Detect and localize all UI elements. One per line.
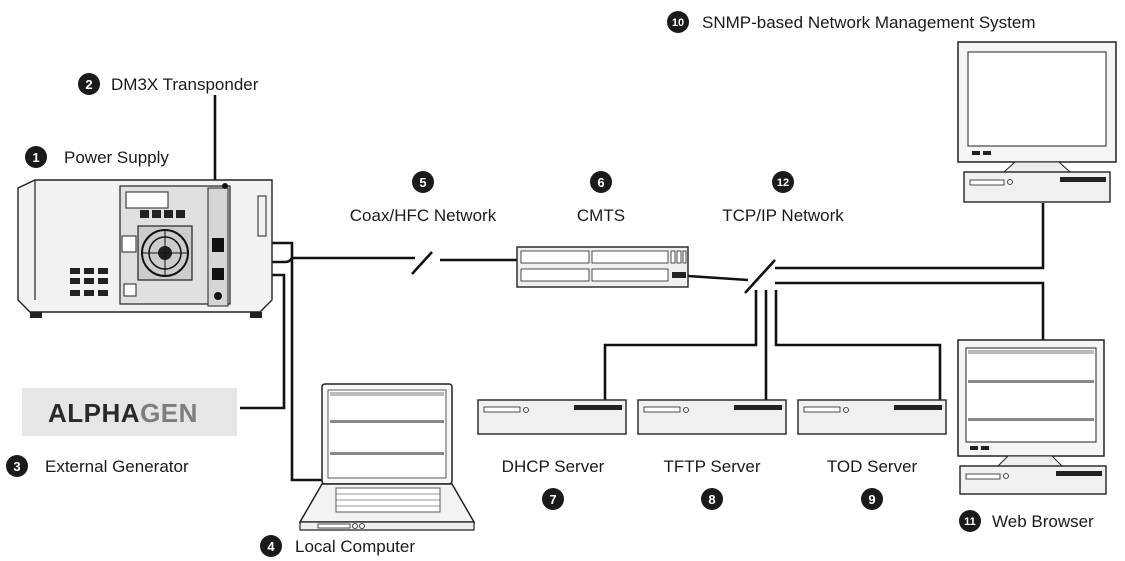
generator-logo: ALPHAGEN xyxy=(22,388,237,436)
callout-10: 10 SNMP-based Network Management System xyxy=(667,11,1036,33)
label-generator: External Generator xyxy=(45,457,189,476)
badge-11: 11 xyxy=(964,516,976,528)
callout-3: 3 External Generator xyxy=(6,455,189,477)
nms-workstation xyxy=(957,41,1117,203)
badge-8: 8 xyxy=(708,492,715,507)
callout-4: 4 Local Computer xyxy=(260,535,415,557)
label-snmp-nms: SNMP-based Network Management System xyxy=(702,13,1036,32)
callout-6: 6 CMTS xyxy=(577,171,625,225)
badge-6: 6 xyxy=(597,175,604,190)
badge-5: 5 xyxy=(419,175,426,190)
label-dhcp-server: DHCP Server xyxy=(502,457,605,476)
power-supply-unit xyxy=(17,179,273,318)
badge-3: 3 xyxy=(13,459,20,474)
brand-bold: ALPHA xyxy=(48,398,140,428)
badge-4: 4 xyxy=(267,539,275,554)
callout-7: 7 DHCP Server xyxy=(502,457,605,510)
label-tftp-server: TFTP Server xyxy=(664,457,761,476)
label-web-browser: Web Browser xyxy=(992,512,1094,531)
dhcp-server-unit xyxy=(477,399,627,435)
badge-1: 1 xyxy=(32,150,39,165)
badge-7: 7 xyxy=(549,492,556,507)
tftp-server-unit xyxy=(637,399,787,435)
callout-11: 11 Web Browser xyxy=(959,510,1094,532)
svg-text:ALPHAGEN: ALPHAGEN xyxy=(48,398,198,428)
browser-workstation xyxy=(957,339,1107,495)
badge-9: 9 xyxy=(868,492,875,507)
label-tod-server: TOD Server xyxy=(827,457,918,476)
connection-lines xyxy=(209,95,1045,482)
callout-5: 5 Coax/HFC Network xyxy=(350,171,497,225)
callout-12: 12 TCP/IP Network xyxy=(722,171,844,225)
label-cmts: CMTS xyxy=(577,206,625,225)
badge-12: 12 xyxy=(777,177,789,189)
callout-2: 2 DM3X Transponder xyxy=(78,73,259,95)
label-coax-network: Coax/HFC Network xyxy=(350,206,497,225)
badge-10: 10 xyxy=(672,17,684,29)
label-tcpip-network: TCP/IP Network xyxy=(722,206,844,225)
laptop-computer xyxy=(298,383,476,531)
cmts-device xyxy=(516,246,689,288)
callout-8: 8 TFTP Server xyxy=(664,457,761,510)
tod-server-unit xyxy=(797,399,947,435)
callout-1: 1 Power Supply xyxy=(25,146,169,168)
brand-light: GEN xyxy=(140,398,198,428)
label-transponder: DM3X Transponder xyxy=(111,75,259,94)
label-local-computer: Local Computer xyxy=(295,537,415,556)
label-power-supply: Power Supply xyxy=(64,148,169,167)
callout-9: 9 TOD Server xyxy=(827,457,918,510)
badge-2: 2 xyxy=(85,77,92,92)
